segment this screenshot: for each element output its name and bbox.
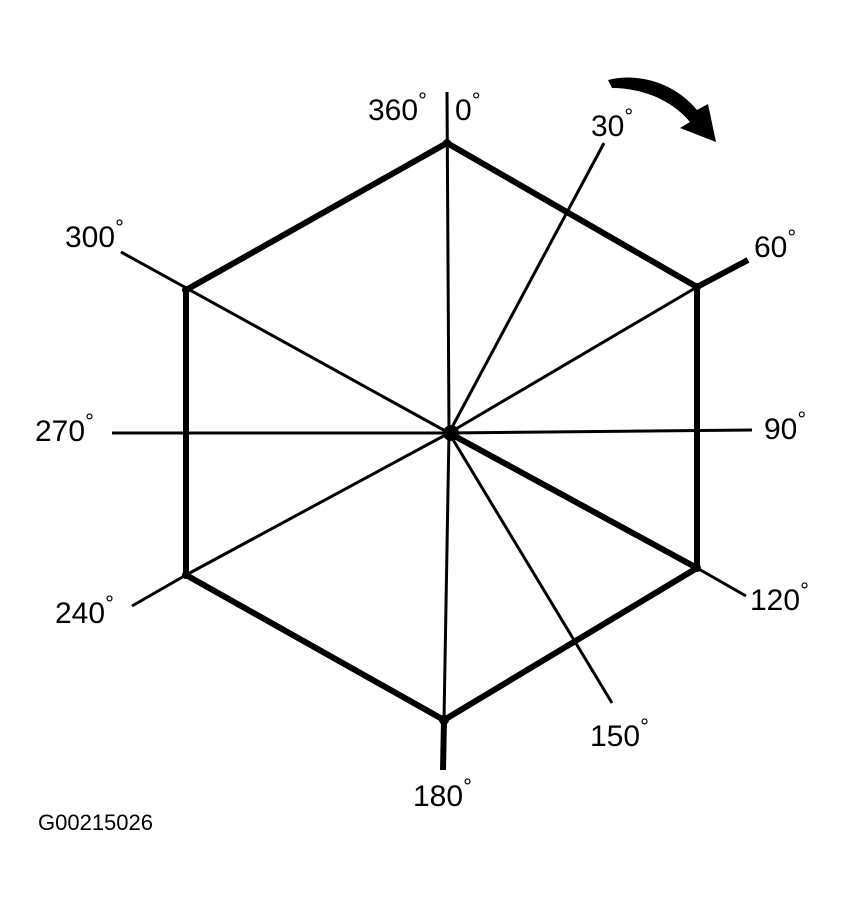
spoke-60: [448, 285, 698, 435]
label-60: 60°: [754, 225, 796, 264]
vertex-dot-lower-right: [693, 564, 701, 572]
angle-labels: 360° 0° 30° 60° 90° 120° 150° 180° 240° …: [35, 88, 809, 813]
spoke-0: [445, 91, 451, 434]
label-30: 30°: [591, 104, 633, 143]
spoke-180: [442, 432, 451, 721]
vertex-dot-upper-left: [182, 286, 190, 294]
center-hub: [443, 425, 459, 441]
spoke-90: [448, 428, 753, 435]
label-300: 300°: [65, 215, 124, 254]
spoke-120: [447, 430, 699, 571]
figure-code: G00215026: [38, 810, 153, 835]
label-0: 0°: [455, 88, 481, 127]
spoke-180-extension: [440, 719, 447, 771]
label-180: 180°: [413, 774, 472, 813]
vertex-dots: [182, 139, 701, 725]
spoke-240: [185, 431, 450, 577]
spokes: [112, 91, 753, 771]
vertex-dot-lower-left: [182, 571, 190, 579]
vertex-dot-upper-right: [693, 283, 701, 291]
label-120: 120°: [750, 578, 809, 617]
spoke-150: [447, 432, 614, 704]
vertex-dot-top: [443, 139, 451, 147]
label-90: 90°: [764, 407, 806, 446]
label-360: 360°: [368, 88, 427, 127]
spoke-240-extension: [131, 573, 187, 608]
spoke-60-extension: [695, 257, 750, 290]
spoke-120-extension: [696, 566, 747, 598]
vertex-dot-bottom: [439, 715, 449, 725]
spoke-300: [120, 250, 450, 435]
edge-tick-90: [694, 427, 700, 433]
label-150: 150°: [590, 714, 649, 753]
label-240: 240°: [55, 591, 114, 630]
label-270: 270°: [35, 409, 94, 448]
spoke-30: [447, 142, 606, 434]
curved-arrow-clockwise-icon: [608, 77, 716, 142]
